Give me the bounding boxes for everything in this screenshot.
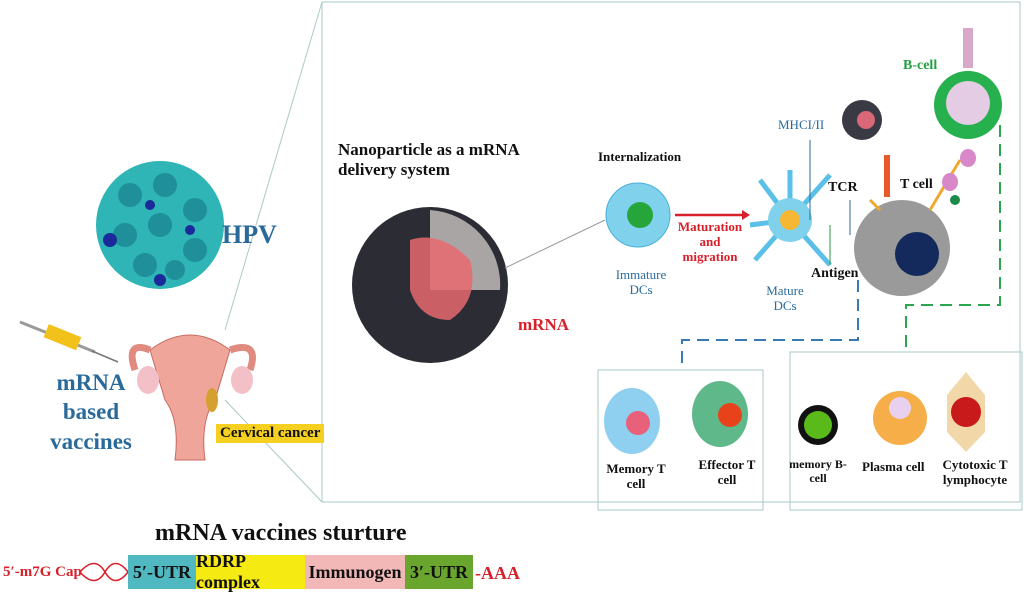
- segment-3-utr: 3′-UTR: [405, 555, 473, 589]
- nanoparticle-icon: [352, 207, 508, 363]
- dna-helix-icon: [79, 562, 129, 582]
- connector-line: [504, 219, 606, 269]
- cervical-cancer-label: Cervical cancer: [216, 424, 325, 444]
- effector-t-cell-icon: [692, 381, 748, 447]
- plasma-cell-icon: [873, 391, 927, 445]
- maturation-label: Maturation and migration: [677, 219, 743, 264]
- memory-b-cell-label: memory B-cell: [789, 457, 847, 485]
- mature-dcs-label: Mature DCs: [766, 283, 804, 313]
- mature-dc-icon: [749, 170, 832, 267]
- b-outcome-box: [789, 351, 1023, 511]
- syringe-icon: [19, 320, 119, 363]
- cytotoxic-t-lymphocyte-icon: [947, 372, 985, 452]
- t-outcome-dashed-arrow: [681, 280, 859, 365]
- b-cell-icon: [934, 28, 1002, 139]
- antigen-label: Antigen: [811, 266, 859, 281]
- zoom-line-top: [224, 1, 323, 331]
- t-cell-icon: [854, 149, 976, 296]
- internalization-label: Internalization: [598, 149, 682, 164]
- plasma-cell-label: Plasma cell: [862, 459, 925, 474]
- structure-title: mRNA vaccines sturture: [155, 520, 407, 546]
- uterus-icon: [128, 334, 256, 461]
- poly-a-tail-label: -AAA: [475, 563, 520, 583]
- cytotoxic-t-lymphocyte-label: Cytotoxic T lymphocyte: [942, 457, 1008, 487]
- immature-dcs-label: Immature DCs: [615, 267, 667, 297]
- cap-label: 5′-m7G Cap: [3, 564, 82, 580]
- hpv-label: HPV: [222, 220, 277, 249]
- memory-t-cell-label: Memory T cell: [606, 461, 666, 491]
- b-outcome-dashed-arrow: [905, 125, 1001, 350]
- nanoparticle-title: Nanoparticle as a mRNA delivery system: [338, 140, 519, 179]
- mrna-vaccines-label: mRNA based vaccines: [50, 370, 132, 454]
- segment-immunogen: Immunogen: [305, 555, 405, 589]
- segment-rdrp-complex: RDRP complex: [196, 551, 305, 592]
- tcr-label: TCR: [828, 180, 858, 195]
- zoom-panel-border: [321, 1, 1021, 503]
- zoom-line-bottom: [224, 399, 323, 503]
- memory-t-cell-icon: [604, 388, 660, 454]
- immature-dc-icon: [605, 182, 671, 248]
- mrna-label: mRNA: [518, 315, 569, 334]
- mhc-label: MHCI/II: [778, 117, 825, 132]
- t-cell-label: T cell: [900, 177, 933, 192]
- effector-t-cell-label: Effector T cell: [698, 457, 756, 487]
- b-cell-label: B-cell: [903, 58, 938, 73]
- memory-b-cell-icon: [798, 405, 838, 445]
- t-outcome-box: [597, 369, 764, 511]
- hpv-virus-icon: [96, 161, 224, 289]
- segment-5-utr: 5′-UTR: [128, 555, 196, 589]
